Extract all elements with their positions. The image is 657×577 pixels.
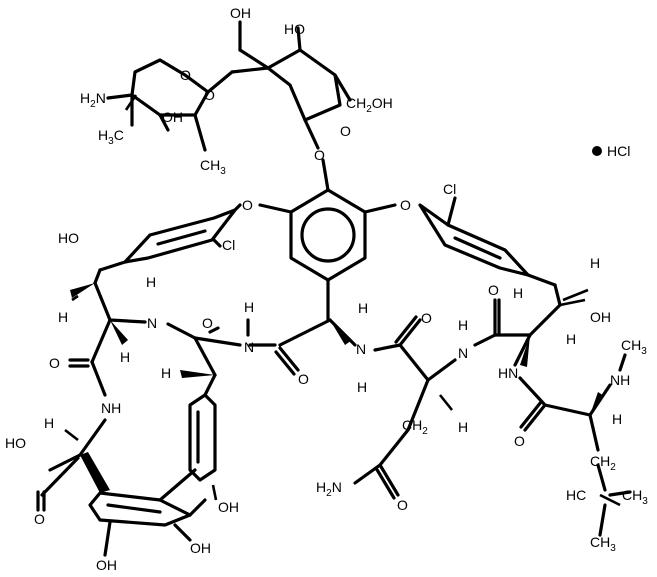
label-ho-sugar-top: HO bbox=[284, 21, 305, 37]
label-h-nh-top: H bbox=[146, 274, 156, 290]
label-h-asn: H bbox=[458, 419, 468, 435]
label-n-right: N bbox=[458, 345, 468, 361]
salt-label: HCl bbox=[607, 143, 630, 159]
label-h-acid: H bbox=[44, 415, 54, 431]
label-cl-right: Cl bbox=[443, 181, 456, 197]
label-n-top: N bbox=[147, 315, 157, 331]
label-oh-bottom-2: OH bbox=[190, 540, 211, 556]
label-o-right-top: O bbox=[488, 282, 499, 298]
bottom-biaryl-rings bbox=[88, 373, 217, 557]
label-cl-left: Cl bbox=[222, 237, 235, 253]
label-h3c: H3C bbox=[98, 127, 124, 147]
label-h-right-3: H bbox=[566, 331, 576, 347]
label-o-left-amide: O bbox=[49, 355, 60, 371]
glucose-chair bbox=[230, 20, 352, 150]
label-ch3-leu-b: CH3 bbox=[590, 534, 616, 554]
label-h2n-asn: H2N bbox=[316, 479, 342, 499]
label-o-acid: O bbox=[34, 511, 45, 527]
label-h-nh-right: H bbox=[458, 317, 468, 333]
label-ho-acid: HO bbox=[5, 435, 26, 451]
label-o-ether-left: O bbox=[242, 197, 253, 213]
label-oh-sugar-top: OH bbox=[230, 5, 251, 21]
label-o-ether-right: O bbox=[400, 197, 411, 213]
label-h-chiral-mid: H bbox=[161, 365, 171, 381]
label-o-glycoside: O bbox=[314, 147, 325, 163]
label-ch3-leu-a: CH3 bbox=[622, 487, 648, 507]
label-ch2-leu: CH2 bbox=[590, 453, 616, 473]
label-n-center: N bbox=[356, 341, 366, 357]
label-oh-sugar-mid: OH bbox=[162, 109, 183, 125]
label-h-leu: H bbox=[612, 411, 622, 427]
label-ch3-nme: CH3 bbox=[621, 337, 647, 357]
label-nh-nme: NH bbox=[610, 372, 630, 388]
label-h-n-mid: H bbox=[244, 299, 254, 315]
salt-dot-icon bbox=[592, 146, 602, 156]
left-chloroaryl-ring bbox=[98, 203, 242, 272]
label-h-left-2: H bbox=[120, 349, 130, 365]
label-n-mid: N bbox=[244, 339, 254, 355]
label-h-chiral-center: H bbox=[358, 300, 368, 316]
label-o-leu: O bbox=[514, 433, 525, 449]
label-h-right-2: H bbox=[513, 285, 523, 301]
label-nh-left: NH bbox=[101, 400, 121, 416]
label-o-amino-sugar: O bbox=[180, 67, 191, 83]
label-o-glucose-ring: O bbox=[204, 87, 215, 103]
label-o-glucose-link: O bbox=[340, 123, 351, 139]
label-hn-right: HN bbox=[498, 365, 518, 381]
label-h-right-chiral: H bbox=[590, 255, 600, 271]
label-ch3-sugar: CH3 bbox=[200, 157, 226, 177]
right-chloroaryl-ring bbox=[418, 196, 557, 287]
label-oh-right: OH bbox=[590, 309, 611, 325]
label-o-asn: O bbox=[397, 497, 408, 513]
label-hc-leu: HC bbox=[566, 487, 586, 503]
central-aromatic-ring bbox=[258, 158, 397, 322]
label-ch2-asn: CH2 bbox=[402, 417, 428, 437]
label-oh-bottom-3: OH bbox=[96, 557, 117, 573]
label-h-left-1: H bbox=[58, 309, 68, 325]
label-o-mid: O bbox=[298, 371, 309, 387]
left-macrocycle-bonds bbox=[36, 268, 242, 512]
amino-sugar-chair bbox=[106, 58, 234, 152]
label-ho-left: HO bbox=[58, 230, 79, 246]
label-h2n: H2N bbox=[80, 90, 106, 110]
label-o-top: O bbox=[202, 315, 213, 331]
stereo-bonds bbox=[64, 94, 621, 507]
label-ch2oh: CH2OH bbox=[346, 95, 393, 115]
atom-labels: HCl OH HO CH2OH H2N H3C OH CH3 O O O O O… bbox=[5, 5, 648, 573]
label-o-center-right: O bbox=[421, 310, 432, 326]
label-oh-bottom-1: OH bbox=[218, 499, 239, 515]
label-h-n-center: H bbox=[357, 379, 367, 395]
